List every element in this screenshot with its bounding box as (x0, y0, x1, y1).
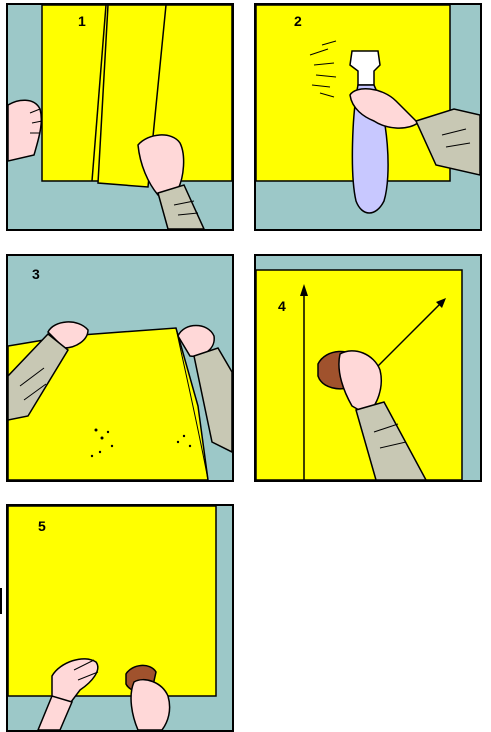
step-4-number: 4 (278, 298, 286, 314)
edge-mark (0, 588, 2, 614)
step-3-illustration (8, 256, 232, 480)
step-3-panel: 3 (6, 254, 234, 482)
step-5-illustration (8, 506, 232, 730)
step-5-panel: 5 (6, 504, 234, 732)
step-2-panel: 2 (254, 3, 482, 231)
step-2-illustration (256, 5, 480, 229)
step-4-illustration (256, 256, 480, 480)
step-1-illustration (8, 5, 232, 229)
step-3-number: 3 (32, 266, 40, 282)
step-1-number: 1 (78, 13, 86, 29)
step-1-panel: 1 (6, 3, 234, 231)
step-5-number: 5 (38, 518, 46, 534)
step-2-number: 2 (294, 13, 302, 29)
step-4-panel: 4 (254, 254, 482, 482)
